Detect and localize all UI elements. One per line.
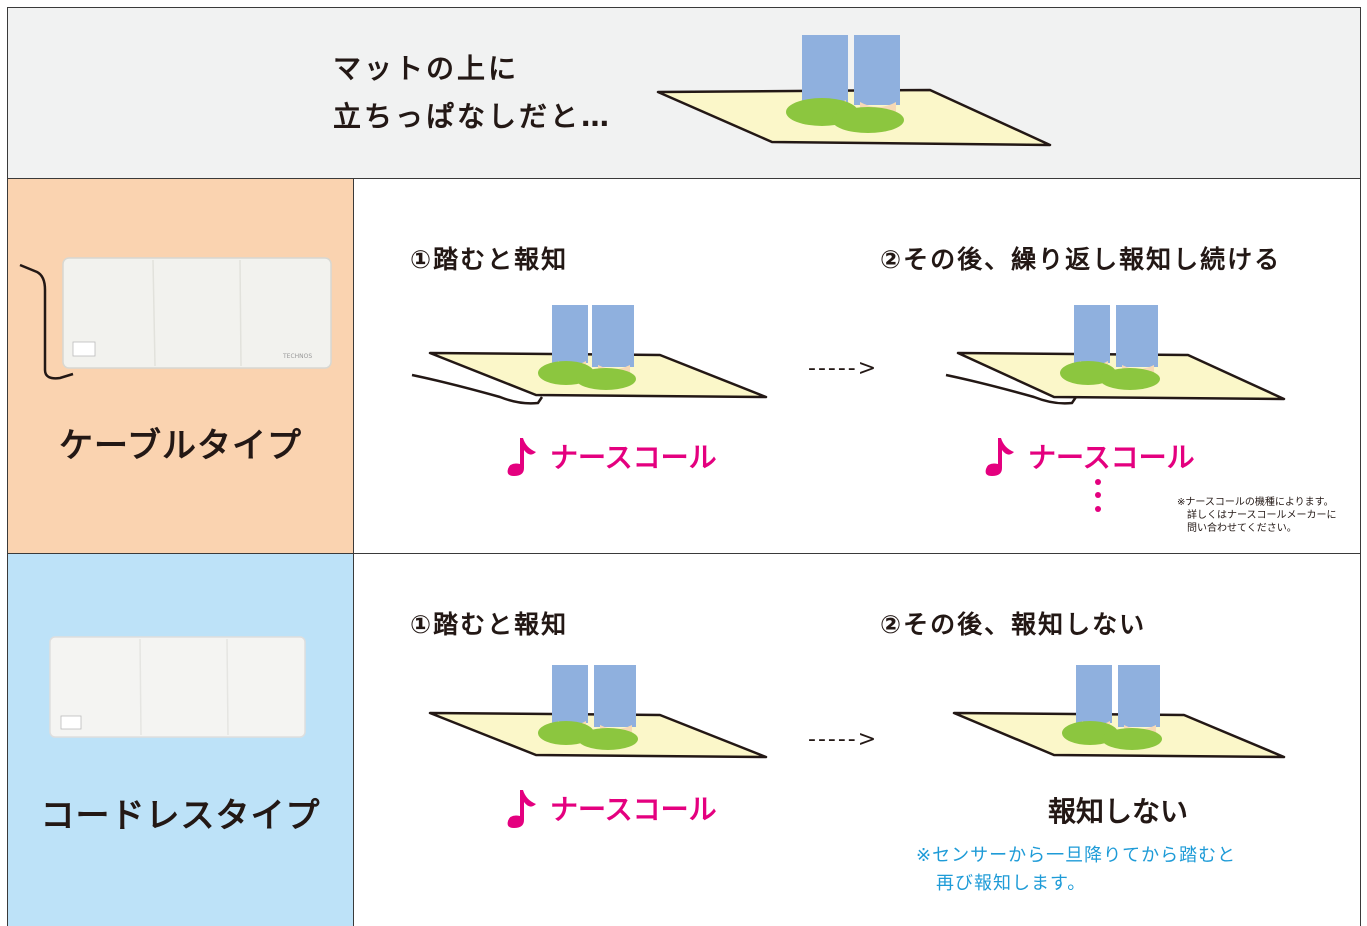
cordless-mat-step2-illustration [952, 665, 1286, 759]
music-note-icon [507, 438, 536, 476]
music-note-icon [507, 790, 536, 828]
cable-nurse-call-1: ナースコール [506, 436, 717, 476]
cordless-sensor-mat-photo [49, 636, 306, 738]
cable-footnote: ※ナースコールの機種によります。 詳しくはナースコールメーカーに 問い合わせてく… [1177, 496, 1337, 535]
cable-nurse-call-2-text: ナースコール [1028, 441, 1195, 474]
cordless-footnote-line-1: ※センサーから一旦降りてから踏むと [916, 845, 1237, 866]
cable-step-1: ①踏むと報知 [410, 245, 569, 274]
cordless-footnote-line-2: 再び報知します。 [936, 873, 1087, 894]
no-notify-label: 報知しない [1048, 795, 1189, 828]
standing-on-mat-illustration [656, 35, 1052, 147]
cable-footnote-line-2: 詳しくはナースコールメーカーに [1187, 510, 1337, 521]
cable-mat-step1-illustration [411, 305, 768, 405]
product-brand-text: TECHNOS [282, 353, 312, 360]
cable-type-label: ケーブルタイプ [59, 426, 302, 466]
cable-footnote-line-1: ※ナースコールの機種によります。 [1177, 497, 1334, 508]
cordless-mat-step1-illustration [428, 665, 768, 759]
cordless-nurse-call-1-text: ナースコール [550, 793, 717, 826]
dashed-arrow-icon: -----> [808, 727, 879, 752]
cable-nurse-call-1-text: ナースコール [550, 441, 717, 474]
header-line-1: マットの上に [333, 52, 520, 85]
cable-step-2: ②その後、繰り返し報知し続ける [880, 245, 1282, 274]
cordless-step-2: ②その後、報知しない [880, 610, 1147, 639]
cable-nurse-call-2: ナースコール [984, 436, 1195, 476]
cable-mat-step2-illustration [945, 305, 1286, 405]
cordless-nurse-call-1: ナースコール [506, 788, 717, 828]
cable-sensor-mat-photo: TECHNOS [19, 257, 332, 380]
music-note-icon [985, 438, 1014, 476]
dashed-arrow-icon: -----> [808, 356, 879, 381]
cordless-step-1: ①踏むと報知 [410, 610, 569, 639]
header-line-2: 立ちっぱなしだと… [333, 100, 613, 133]
cordless-footnote: ※センサーから一旦降りてから踏むと 再び報知します。 [916, 842, 1236, 898]
cordless-type-label: コードレスタイプ [40, 796, 321, 836]
cable-footnote-line-3: 問い合わせてください。 [1187, 523, 1297, 534]
vertical-dots-icon [1095, 479, 1101, 512]
cordless-type-panel [7, 553, 354, 926]
